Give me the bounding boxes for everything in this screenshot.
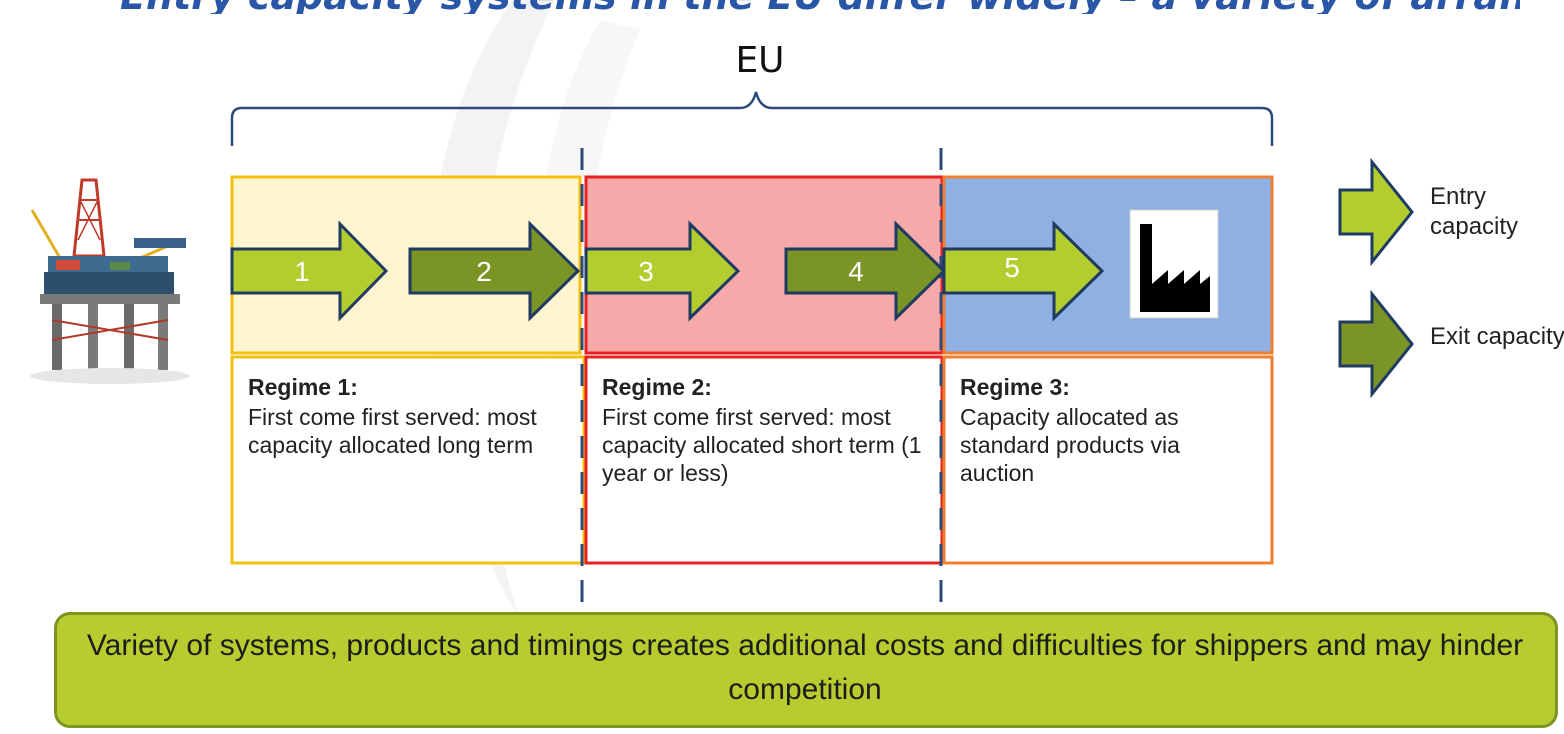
eu-bracket — [230, 91, 1274, 146]
arrow-4-shape — [784, 220, 947, 322]
regime-1-text: First come first served: most capacity a… — [248, 404, 537, 458]
legend-entry-label: Entry capacity — [1430, 183, 1519, 240]
legend-exit-label: Exit capacity — [1430, 323, 1564, 350]
legend-entry-arrow — [1338, 157, 1414, 267]
summary-box — [54, 612, 1558, 728]
regime-3-title: Regime 3: — [960, 374, 1070, 400]
regime-1-textbox — [230, 355, 586, 565]
arrow-2-number: 2 — [476, 256, 492, 287]
regime-3-text: Capacity allocated as standard products … — [960, 404, 1180, 486]
regime-2-text: First come first served: most capacity a… — [602, 404, 922, 486]
page-title: Entry capacity systems in the EU differ … — [120, 0, 1520, 14]
regime-1-description: Regime 1: First come first served: most … — [248, 373, 574, 459]
arrow-1-number: 1 — [294, 256, 310, 287]
arrow-3-number: 3 — [638, 256, 654, 287]
arrow-1-shape — [230, 220, 389, 322]
regime-2-title: Regime 2: — [602, 374, 712, 400]
regime-3-description: Regime 3: Capacity allocated as standard… — [960, 373, 1260, 487]
arrow-5-shape — [942, 220, 1105, 322]
arrow-3-shape — [584, 220, 741, 322]
regime-3-textbox — [942, 355, 1274, 565]
arrow-2-shape — [408, 220, 581, 322]
eu-label: EU — [735, 40, 785, 81]
factory-icon — [1129, 209, 1219, 319]
arrow-5-number: 5 — [1004, 252, 1020, 283]
regime-2-description: Regime 2: First come first served: most … — [602, 373, 928, 487]
summary-text: Variety of systems, products and timings… — [86, 629, 1524, 706]
regime-1-title: Regime 1: — [248, 374, 358, 400]
offshore-platform-icon — [30, 178, 190, 384]
legend-exit-arrow — [1338, 289, 1414, 399]
regime-2-textbox — [584, 355, 944, 565]
arrow-4-number: 4 — [848, 256, 864, 287]
